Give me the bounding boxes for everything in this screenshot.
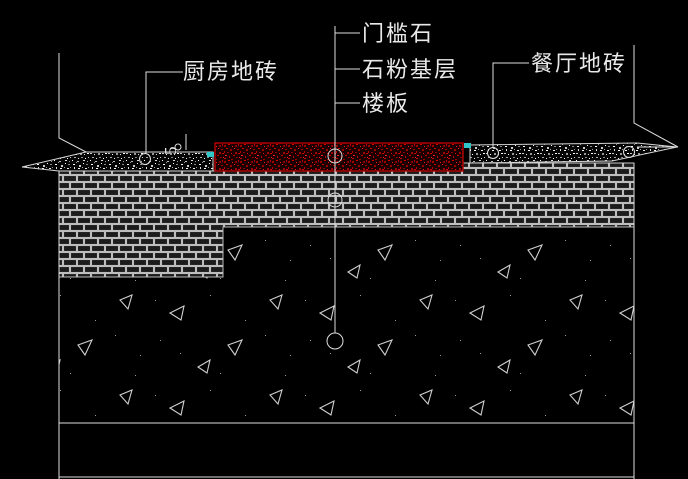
marker-circle-kitchen-tile [139, 153, 151, 165]
leader-dining-tile [492, 62, 529, 148]
label-dining-tile: 餐厅地砖 [531, 51, 628, 76]
dining-tile-hatch [469, 142, 678, 164]
break-line-left [58, 53, 87, 153]
label-threshold-stone: 门槛石 [362, 21, 435, 46]
threshold-stone-hatch [214, 142, 464, 172]
marker-circle-threshold [327, 148, 343, 164]
marker-circle-floor-slab [326, 332, 344, 350]
joint-marker-left [207, 152, 214, 157]
label-floor-slab: 楼板 [362, 91, 411, 116]
label-stone-powder-base: 石粉基层 [362, 57, 459, 82]
joint-marker-right [464, 143, 471, 148]
step-dimension-dot [174, 143, 182, 151]
marker-circle-stone-powder [327, 192, 343, 208]
kitchen-tile-hatch [21, 151, 214, 172]
marker-circle-dining-edge [623, 146, 635, 158]
leader-kitchen-tile [145, 71, 183, 154]
step-height-dimension: 5 [161, 146, 180, 156]
marker-circle-dining-tile [487, 147, 499, 159]
label-kitchen-tile: 厨房地砖 [183, 59, 280, 84]
break-line-right [633, 45, 679, 148]
